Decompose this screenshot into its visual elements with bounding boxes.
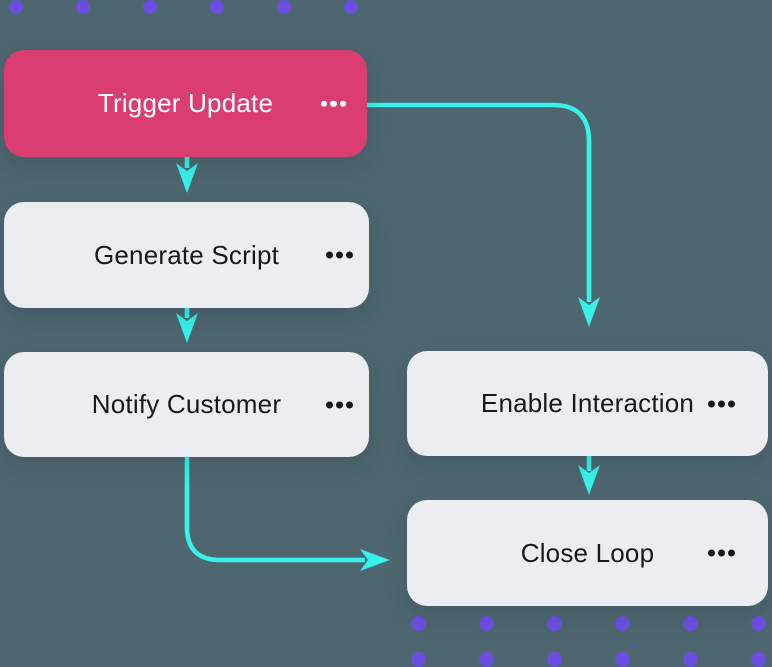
node-close-loop[interactable]: Close Loop bbox=[407, 500, 768, 606]
decorative-dot bbox=[210, 0, 224, 14]
node-close-loop-label: Close Loop bbox=[520, 537, 655, 568]
decorative-dot bbox=[411, 652, 426, 667]
node-trigger-update-label: Trigger Update bbox=[97, 88, 274, 118]
node-notify-customer[interactable]: Notify Customer bbox=[4, 352, 369, 457]
decorative-dot bbox=[615, 652, 630, 667]
node-generate-script[interactable]: Generate Script bbox=[4, 202, 369, 308]
decorative-dot bbox=[683, 652, 698, 667]
decorative-dot-row-bottom-2 bbox=[411, 652, 766, 667]
decorative-dot bbox=[143, 0, 157, 14]
decorative-dot bbox=[479, 652, 494, 667]
edge-enable-to-close bbox=[578, 456, 600, 495]
decorative-dot bbox=[411, 616, 426, 631]
decorative-dot bbox=[9, 0, 23, 14]
node-enable-interaction[interactable]: Enable Interaction bbox=[407, 351, 768, 456]
edge-trigger-to-enable bbox=[366, 102, 600, 327]
decorative-dot bbox=[277, 0, 291, 14]
decorative-dot bbox=[547, 652, 562, 667]
decorative-dot bbox=[547, 616, 562, 631]
edge-trigger-to-generate bbox=[176, 157, 198, 193]
ellipsis-menu-icon[interactable] bbox=[708, 546, 735, 561]
ellipsis-menu-icon[interactable] bbox=[326, 397, 353, 412]
decorative-dot bbox=[344, 0, 358, 14]
decorative-dot bbox=[751, 652, 766, 667]
ellipsis-menu-icon[interactable] bbox=[320, 96, 346, 111]
edge-notify-to-close bbox=[184, 457, 390, 571]
ellipsis-menu-icon[interactable] bbox=[708, 396, 735, 411]
decorative-dot bbox=[479, 616, 494, 631]
decorative-dot bbox=[751, 616, 766, 631]
decorative-dot bbox=[76, 0, 90, 14]
edge-generate-to-notify bbox=[176, 308, 198, 343]
node-notify-customer-label: Notify Customer bbox=[91, 389, 282, 419]
node-generate-script-label: Generate Script bbox=[93, 239, 280, 270]
ellipsis-menu-icon[interactable] bbox=[326, 248, 353, 263]
decorative-dot-row-top bbox=[9, 0, 358, 14]
decorative-dot bbox=[615, 616, 630, 631]
decorative-dot bbox=[683, 616, 698, 631]
decorative-dot-row-bottom-1 bbox=[411, 616, 766, 631]
node-enable-interaction-label: Enable Interaction bbox=[480, 388, 695, 418]
node-trigger-update[interactable]: Trigger Update bbox=[4, 50, 367, 157]
